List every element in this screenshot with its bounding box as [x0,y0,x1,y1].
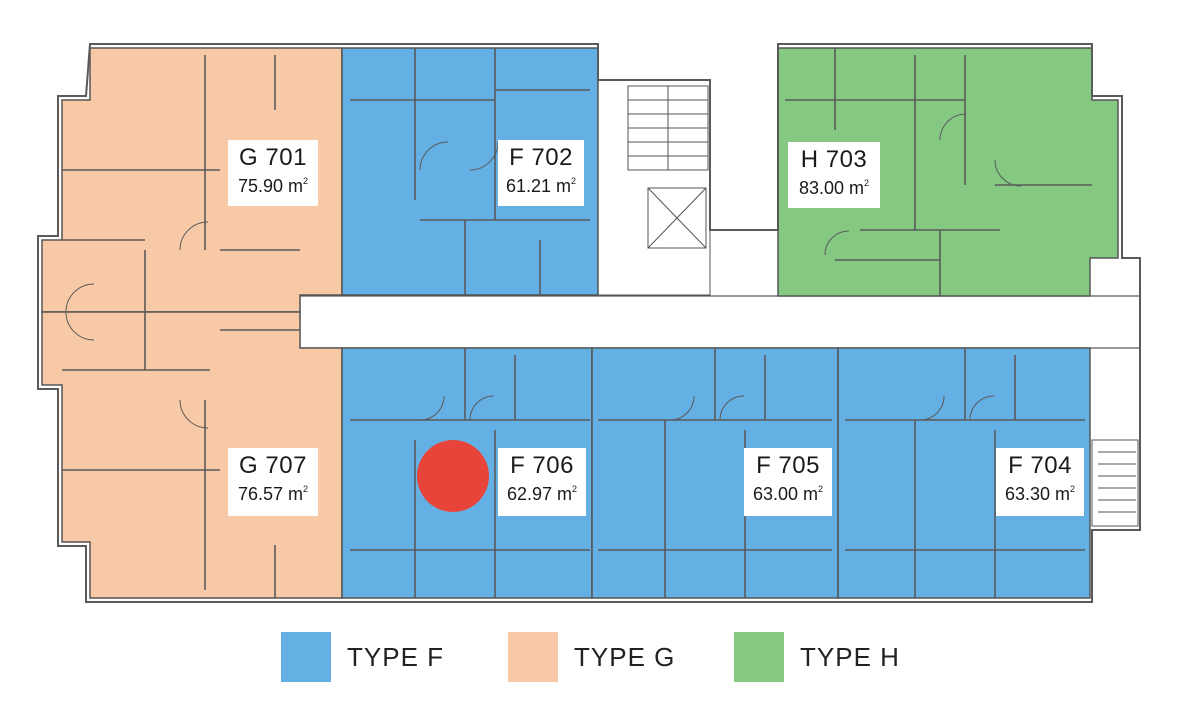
unit-code: G 707 [239,452,307,479]
unit-label-h703: H 703 83.00 m2 [788,142,880,208]
corridor [299,295,1141,349]
unit-label-f705: F 705 63.00 m2 [744,448,832,516]
unit-label-g707: G 707 76.57 m2 [228,448,318,516]
unit-label-g701: G 701 75.90 m2 [228,140,318,206]
unit-code: F 704 [1008,452,1072,479]
unit-area: 75.90 m2 [237,176,309,196]
legend-label-f: TYPE F [347,641,445,672]
lift-box [647,187,707,249]
unit-label-f704: F 704 63.30 m2 [996,448,1084,516]
unit-label-f706: F 706 62.97 m2 [498,448,586,516]
side-stair [1091,439,1139,527]
unit-code: F 705 [756,452,820,479]
unit-code: H 703 [800,146,868,173]
unit-area: 63.00 m2 [752,484,824,504]
unit-f704-area [837,347,1091,599]
legend-swatch-f [281,632,331,682]
unit-g707-area [41,311,343,599]
legend-type-h: TYPE H [734,632,900,682]
unit-code: G 701 [239,144,307,171]
unit-area: 76.57 m2 [237,484,309,504]
legend-label-h: TYPE H [800,641,900,672]
unit-label-f702: F 702 61.21 m2 [498,140,584,206]
legend-swatch-g [508,632,558,682]
legend-swatch-h [734,632,784,682]
location-marker [417,440,489,512]
unit-area: 61.21 m2 [505,176,577,196]
legend-type-g: TYPE G [508,632,675,682]
unit-code: F 702 [509,144,573,171]
unit-area: 83.00 m2 [798,178,870,198]
legend-label-g: TYPE G [574,641,676,672]
building-outline [37,43,1141,603]
stair-core [597,79,711,296]
unit-area: 62.97 m2 [506,484,578,504]
legend-type-f: TYPE F [281,632,444,682]
door-swings [65,113,1022,429]
unit-area: 63.30 m2 [1004,484,1076,504]
unit-code: F 706 [510,452,574,479]
